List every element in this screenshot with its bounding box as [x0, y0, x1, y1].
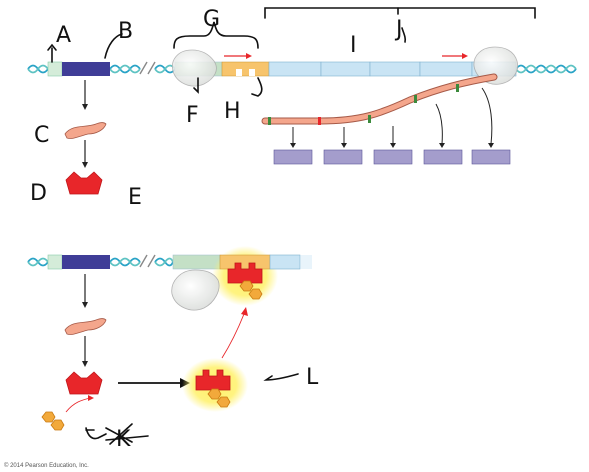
- mrna-strand: [261, 73, 498, 125]
- inducer-free: [41, 411, 65, 431]
- label-c: C: [34, 123, 49, 148]
- rna-polymerase-blocked: [171, 269, 220, 311]
- operator-bottom: [219, 254, 271, 270]
- left-pathway-bottom: [64, 274, 107, 395]
- regulatory-promoter-bottom: [47, 254, 63, 270]
- repressor-mrna-top: [64, 122, 107, 139]
- bottom-panel: K L: [27, 246, 319, 452]
- repressor-mrna-bottom: [64, 318, 107, 335]
- label-i: I: [350, 33, 357, 58]
- dna-helix-top: [27, 61, 577, 75]
- label-b: B: [118, 19, 133, 44]
- inactive-repressor-top: [65, 171, 103, 195]
- regulatory-promoter-top: [47, 61, 63, 77]
- copyright: © 2014 Pearson Education, Inc.: [4, 462, 89, 469]
- operator-notch-1: [236, 69, 242, 76]
- promoter-bottom: [172, 254, 221, 270]
- protein-products: [273, 149, 511, 165]
- inactive-repressor-bottom: [65, 371, 103, 395]
- handwritten-annotations-bottom: [85, 373, 299, 445]
- left-pathway-top: [64, 80, 107, 195]
- regulatory-gene-bottom: [62, 255, 110, 269]
- inducer-binding-arrow: [65, 397, 91, 413]
- label-e: E: [128, 185, 142, 210]
- top-panel: A B C D E F G H I J: [27, 7, 577, 210]
- transcription-arrow-left: [224, 53, 252, 59]
- operator-notch-2: [249, 69, 255, 76]
- rna-polymerase-left: [171, 49, 217, 87]
- label-l: L: [306, 365, 319, 390]
- start-codon-mark: [268, 117, 271, 125]
- repressor-to-operator-arrow: [221, 313, 245, 359]
- structural-gene-bottom: [269, 254, 301, 270]
- translation-arrows: [292, 87, 493, 145]
- rna-polymerase-right: [473, 46, 519, 85]
- dna-helix-bottom: [27, 254, 174, 268]
- handwritten-annotations-top: [47, 7, 536, 97]
- label-f: F: [186, 103, 199, 128]
- label-g: G: [203, 7, 220, 32]
- label-j: J: [394, 17, 403, 42]
- label-h: H: [224, 99, 241, 124]
- label-k: K: [116, 427, 131, 452]
- regulatory-gene-top: [62, 62, 110, 76]
- operator-top: [221, 61, 270, 77]
- transcription-arrow-right: [442, 53, 468, 59]
- translation-arrowheads: [290, 143, 494, 148]
- label-d: D: [30, 181, 47, 206]
- break-mark: [139, 61, 148, 75]
- label-a: A: [56, 23, 71, 48]
